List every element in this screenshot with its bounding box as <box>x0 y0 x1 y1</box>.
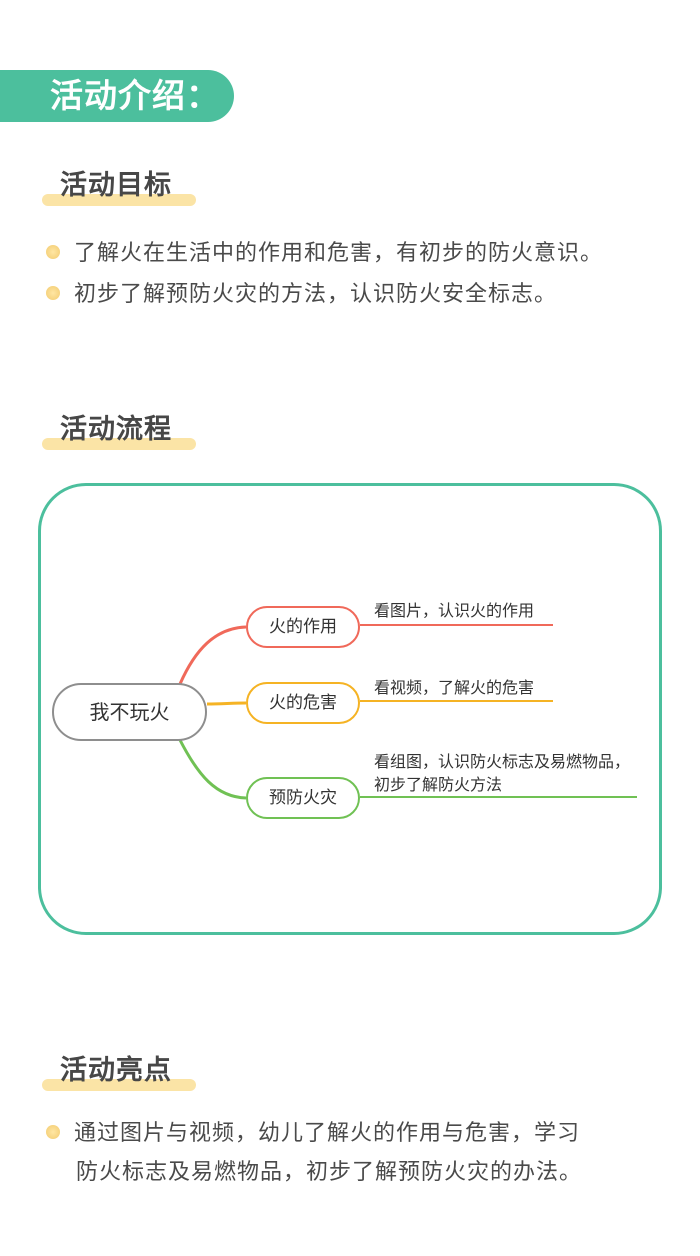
highlight-item: 通过图片与视频，幼儿了解火的作用与危害，学习 <box>42 1114 580 1154</box>
goal-item-text: 了解火在生活中的作用和危害，有初步的防火意识。 <box>74 241 604 266</box>
highlights-heading: 活动亮点 <box>42 1053 196 1093</box>
connector-orange <box>206 701 247 706</box>
bullet-dot-icon <box>46 286 60 300</box>
highlights-heading-text: 活动亮点 <box>60 1055 172 1086</box>
bullet-dot-icon <box>46 245 60 259</box>
goal-item: 了解火在生活中的作用和危害，有初步的防火意识。 <box>42 234 603 274</box>
mindmap-branch-node: 火的作用 <box>246 606 360 648</box>
connector-green <box>178 739 247 800</box>
heading-highlight <box>42 194 196 206</box>
heading-highlight <box>42 438 196 450</box>
goal-item-text: 初步了解预防火灾的方法，认识防火安全标志。 <box>74 282 558 307</box>
goal-item: 初步了解预防火灾的方法，认识防火安全标志。 <box>42 275 557 315</box>
heading-highlight <box>42 1079 196 1091</box>
mindmap-branch-description: 初步了解防火方法 <box>374 775 503 794</box>
mindmap-branch-description: 看视频，了解火的危害 <box>374 678 535 697</box>
connector-red <box>178 625 247 685</box>
mindmap-branch-description: 看组图，认识防火标志及易燃物品， <box>374 752 631 771</box>
bullet-dot-icon <box>46 1125 60 1139</box>
highlight-line-text: 通过图片与视频，幼儿了解火的作用与危害，学习 <box>74 1121 581 1146</box>
process-heading: 活动流程 <box>42 412 196 452</box>
goals-heading-text: 活动目标 <box>60 170 172 201</box>
mindmap-root-node: 我不玩火 <box>52 683 207 741</box>
goals-heading: 活动目标 <box>42 168 196 208</box>
mindmap-branch-node: 火的危害 <box>246 682 360 724</box>
highlight-line-continued: 防火标志及易燃物品，初步了解预防火灾的办法。 <box>76 1160 583 1185</box>
intro-tag: 活动介绍： <box>0 70 234 122</box>
process-heading-text: 活动流程 <box>60 414 172 445</box>
mindmap-branch-node: 预防火灾 <box>246 777 360 819</box>
mindmap-branch-description: 看图片，认识火的作用 <box>374 601 535 620</box>
